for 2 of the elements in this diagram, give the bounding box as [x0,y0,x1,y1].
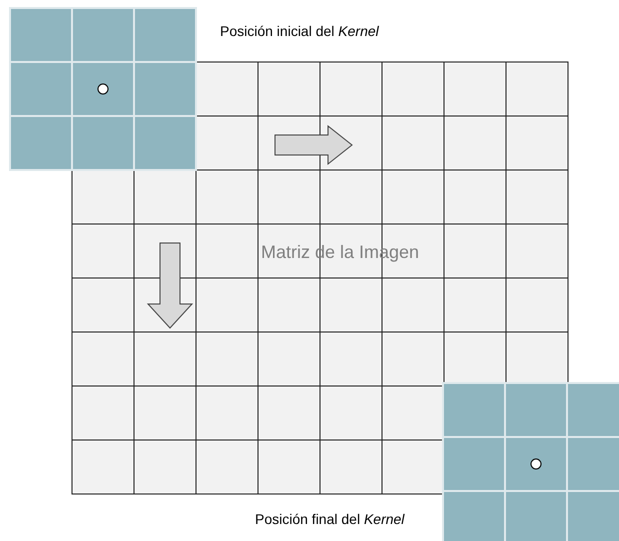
caption: Posición final del Kernel [255,511,404,527]
caption: Posición inicial del Kernel [220,23,379,39]
